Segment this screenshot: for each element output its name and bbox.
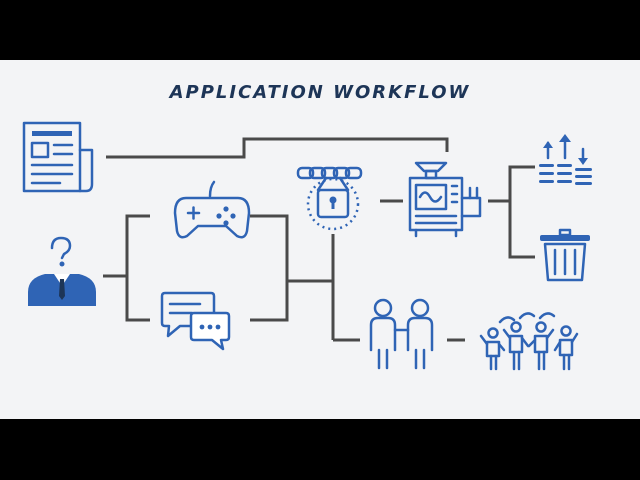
chain-lock-icon [296,166,363,231]
trash-icon [540,228,590,282]
two-people-icon [369,298,434,370]
letterbox-bottom [0,419,640,480]
chat-bubbles-icon [160,291,231,351]
letterbox-top [0,0,640,60]
gamepad-icon [173,180,251,239]
crowd-icon [479,312,579,371]
question-user-icon [28,236,96,306]
newspaper-icon [22,121,94,193]
diagram-canvas: APPLICATION WORKFLOW [0,60,640,419]
diagram-svg [22,121,592,371]
connector-lines [103,137,535,342]
machine-icon [408,161,482,238]
diagram-title: APPLICATION WORKFLOW [169,82,471,103]
sort-arrows-icon [539,134,592,185]
